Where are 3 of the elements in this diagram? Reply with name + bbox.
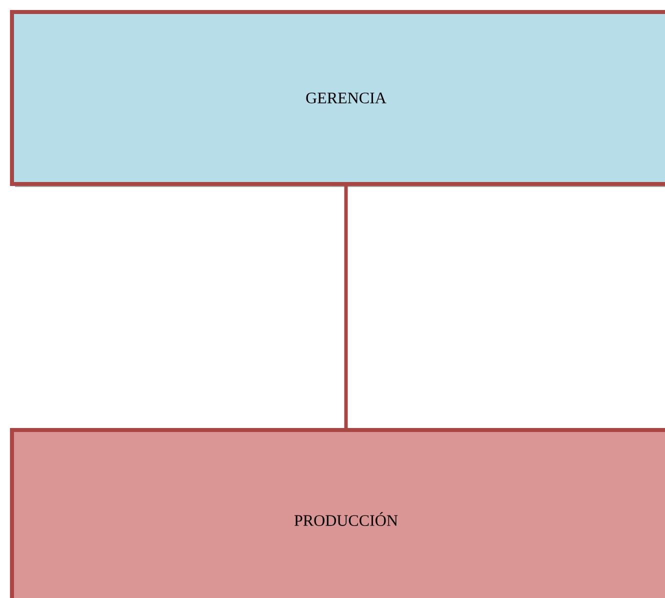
org-box: PRODUCCIÓN [10,428,665,598]
org-box: GERENCIA [10,10,665,186]
connector-line [344,186,348,428]
